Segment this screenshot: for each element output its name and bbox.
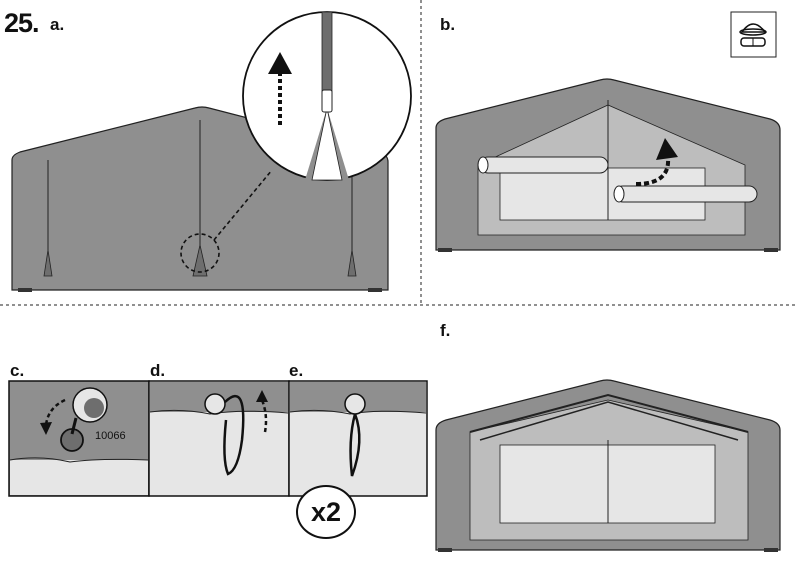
panel-f-open-tent [435, 379, 781, 552]
panel-e-secured-bungee [288, 380, 428, 497]
panel-d-label: d. [150, 361, 166, 380]
panel-e-label: e. [289, 361, 304, 380]
panel-c-ball-bungee [8, 380, 150, 497]
repeat-badge: x2 [296, 485, 356, 539]
panel-d-loop-bungee [148, 380, 290, 497]
panel-a-tent-front [11, 11, 412, 292]
hard-hat-and-goggles-icon [730, 11, 777, 58]
panel-b-rolling-door [435, 11, 781, 252]
panel-f-label: f. [440, 321, 451, 340]
panel-dividers [0, 0, 798, 306]
part-number-label: 10066 [95, 430, 126, 442]
step-number: 25. [4, 8, 40, 38]
panel-a-label: a. [50, 15, 65, 34]
panel-c-label: c. [10, 361, 25, 380]
panel-b-label: b. [440, 15, 456, 34]
